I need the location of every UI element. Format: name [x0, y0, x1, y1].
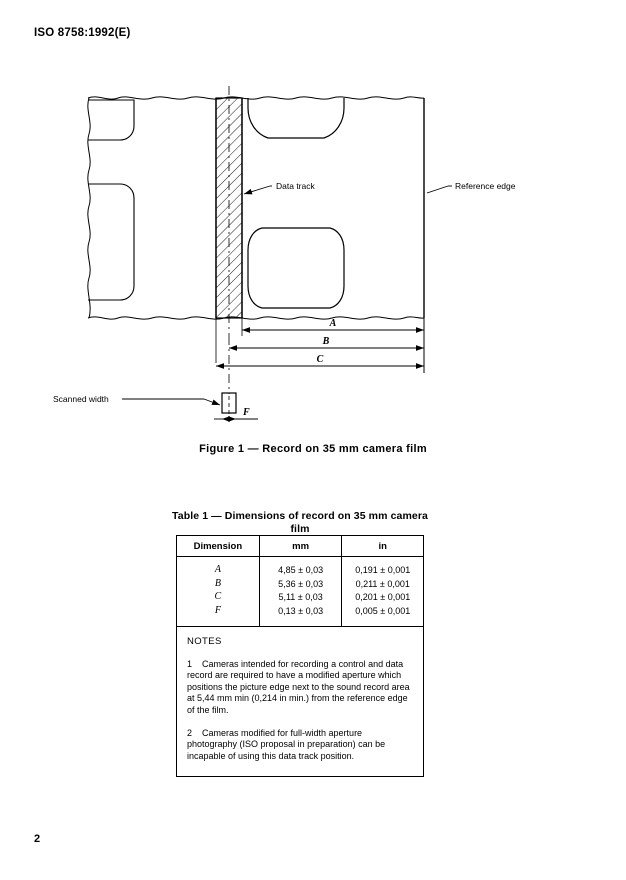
reference-edge-callout: Reference edge [426, 181, 516, 194]
film-strip-outline [87, 96, 425, 320]
cell-dimension: C [214, 590, 222, 602]
label-data-track: Data track [276, 181, 315, 191]
dimension-line-c: C [216, 354, 424, 369]
table-row: C 5,11 ± 0,03 0,201 ± 0,001 [177, 590, 423, 603]
cell-mm: 0,13 ± 0,03 [258, 603, 343, 626]
extension-lines [215, 318, 243, 363]
cell-in: 0,211 ± 0,001 [355, 579, 410, 589]
film-record-diagram: Data track Reference edge A B [53, 86, 516, 422]
label-dimension-b: B [322, 336, 330, 347]
notes-divider [177, 626, 423, 627]
table-title-line-2: film [290, 523, 310, 535]
picture-frame-top [247, 98, 345, 139]
column-header-dimension: Dimension [177, 536, 260, 557]
table-title-line-1: Table 1 — Dimensions of record on 35 mm … [172, 510, 428, 522]
cell-in: 0,201 ± 0,001 [355, 591, 411, 602]
note-number: 1 [187, 658, 193, 669]
table-head: Dimension mm in [177, 536, 423, 557]
table-row: F 0,13 ± 0,03 0,005 ± 0,001 [177, 603, 423, 626]
cell-dimension: B [214, 578, 221, 589]
data-track-band [215, 86, 243, 336]
cell-in: 0,005 ± 0,001 [355, 606, 411, 617]
cell-dimension: A [214, 563, 221, 575]
note-number: 2 [187, 727, 193, 738]
note-text: Cameras intended for recording a control… [187, 658, 410, 715]
picture-frame-bottom [247, 227, 345, 309]
dimensions-table: Dimension mm in A 4,85 ± 0,03 0,191 ± 0,… [177, 536, 423, 626]
cell-mm: 5,36 ± 0,03 [258, 578, 343, 591]
dimension-line-a: A [242, 318, 424, 333]
cell-mm: 5,11 ± 0,03 [258, 590, 343, 603]
data-track-callout: Data track [243, 181, 315, 195]
table-title: Table 1 — Dimensions of record on 35 mm … [172, 510, 428, 536]
table-body: A 4,85 ± 0,03 0,191 ± 0,001 B 5,36 ± 0,0… [177, 556, 423, 626]
cell-dimension: F [214, 605, 221, 617]
dimensions-table-container: Dimension mm in A 4,85 ± 0,03 0,191 ± 0,… [176, 535, 424, 778]
label-reference-edge: Reference edge [455, 181, 516, 191]
notes-heading: NOTES [187, 636, 222, 647]
column-header-in: in [341, 536, 423, 557]
label-dimension-f: F [242, 407, 250, 418]
sprocket-holes [88, 99, 135, 301]
scanned-width-callout: Scanned width [53, 394, 221, 406]
page-number: 2 [34, 833, 41, 845]
note-text: Cameras modified for full-width aperture… [187, 727, 386, 761]
label-scanned-width: Scanned width [53, 394, 109, 404]
table-row: B 5,36 ± 0,03 0,211 ± 0,001 [177, 578, 423, 591]
table-row: A 4,85 ± 0,03 0,191 ± 0,001 [177, 556, 423, 578]
cell-in: 0,191 ± 0,001 [355, 564, 411, 575]
scanned-width-detail: F [214, 392, 258, 422]
cell-mm: 4,85 ± 0,03 [258, 556, 343, 578]
label-dimension-c: C [317, 354, 324, 365]
document-header: ISO 8758:1992(E) [34, 27, 131, 39]
label-dimension-a: A [329, 318, 337, 329]
column-header-mm: mm [258, 536, 343, 557]
figure-1-drawing: Data track Reference edge A B [0, 78, 626, 428]
dimension-line-b: B [229, 336, 424, 351]
table-header-row: Dimension mm in [177, 536, 423, 557]
figure-caption: Figure 1 — Record on 35 mm camera film [199, 443, 427, 455]
